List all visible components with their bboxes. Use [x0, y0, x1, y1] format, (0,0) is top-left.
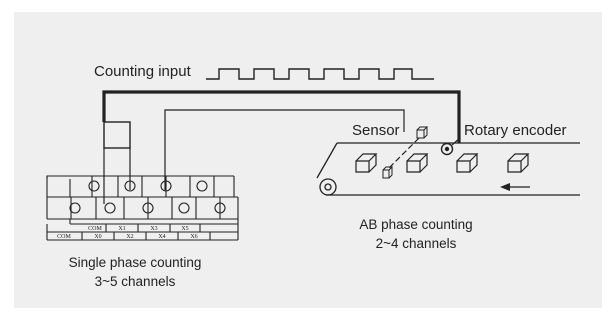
terminal-label-top-2: X3 [150, 226, 157, 232]
terminal-label-bottom-4: X6 [190, 234, 197, 240]
terminal-screws-lower [69, 202, 226, 214]
diagram-canvas: COM X1 X3 X5 COM X0 X2 X4 X6 Counting in… [14, 12, 602, 308]
terminal-block [46, 175, 239, 241]
terminal-label-bottom-0: COM [57, 234, 71, 240]
terminal-label-top-1: X1 [118, 226, 125, 232]
direction-arrow [500, 183, 530, 191]
terminal-label-bottom-3: X4 [158, 234, 165, 240]
terminal-label-bottom-1: X0 [94, 234, 101, 240]
wiring-diagram: COM X1 X3 X5 COM X0 X2 X4 X6 [46, 68, 580, 241]
sensor-wire [164, 109, 405, 190]
terminal-screws-upper [88, 180, 208, 192]
wire-block [103, 121, 131, 149]
ab-phase-channels: 2~4 channels [375, 236, 457, 251]
single-phase-channels: 3~5 channels [94, 274, 176, 289]
rotary-encoder-icon [440, 137, 461, 156]
ab-phase-title: AB phase counting [359, 217, 473, 232]
terminal-label-top-3: X5 [181, 226, 188, 232]
sensor-label: Sensor [352, 122, 400, 139]
sensor-beam [386, 137, 420, 171]
conveyor-boxes [355, 153, 530, 173]
pulse-train [206, 68, 434, 80]
terminal-label-top-0: COM [88, 226, 102, 232]
counting-input-label: Counting input [94, 63, 191, 80]
conveyor [316, 142, 580, 196]
counting-wire [102, 90, 461, 143]
sensor-icon [382, 126, 429, 179]
terminal-label-bottom-2: X2 [126, 234, 133, 240]
single-phase-title: Single phase counting [68, 255, 202, 270]
rotary-encoder-label: Rotary encoder [464, 122, 567, 139]
